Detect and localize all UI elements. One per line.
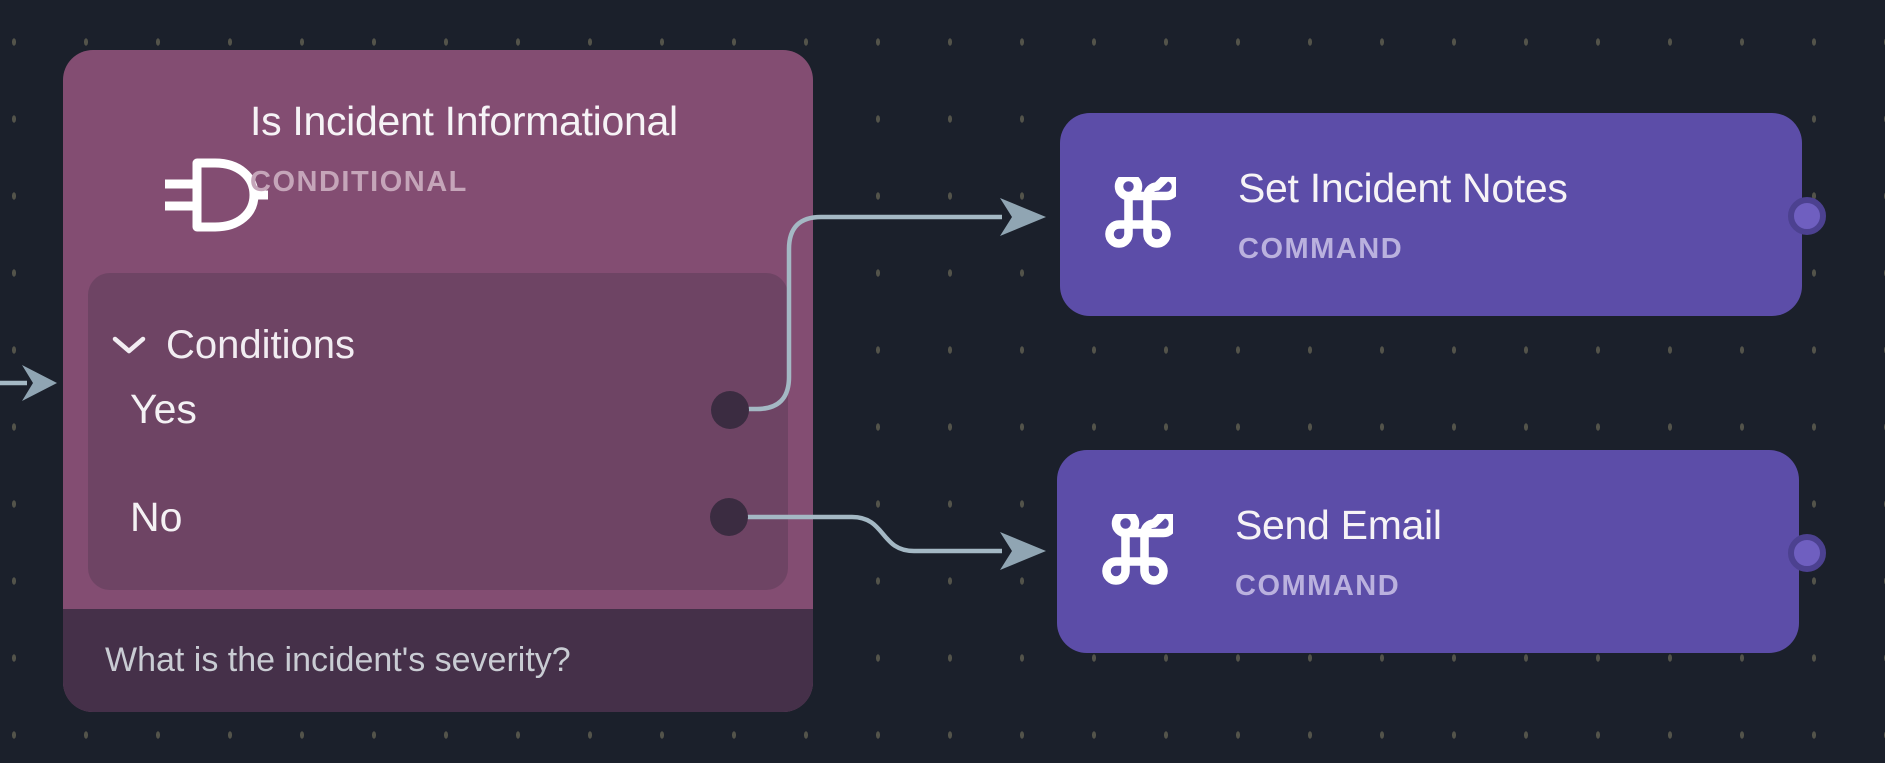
edge-incoming[interactable] (0, 365, 57, 401)
conditions-panel: Conditions Yes No (88, 273, 788, 590)
conditional-node-type-badge: CONDITIONAL (250, 166, 468, 198)
conditional-node-footer: What is the incident's severity? (63, 609, 813, 712)
command-node-title: Set Incident Notes (1238, 165, 1568, 211)
branch-label-no: No (130, 493, 183, 540)
command-icon (1102, 514, 1173, 585)
conditions-section-label: Conditions (166, 322, 356, 367)
command-node-type-badge: COMMAND (1238, 233, 1404, 265)
conditional-node-title: Is Incident Informational (250, 98, 678, 144)
arrowhead-icon (1000, 198, 1046, 236)
conditional-node[interactable]: Is Incident Informational CONDITIONAL Co… (63, 50, 813, 712)
branch-label-yes: Yes (130, 385, 197, 432)
branch-row-no[interactable]: No (130, 494, 182, 540)
arrowhead-icon (22, 365, 57, 401)
chevron-down-icon[interactable] (112, 322, 148, 368)
command-node-title: Send Email (1235, 502, 1442, 548)
command-icon (1105, 177, 1176, 248)
command-node-set-incident-notes[interactable]: Set Incident Notes COMMAND (1060, 113, 1802, 316)
conditions-section-header[interactable]: Conditions (112, 322, 355, 368)
command-node-send-email[interactable]: Send Email COMMAND (1057, 450, 1799, 653)
command-node-type-badge: COMMAND (1235, 570, 1401, 602)
logic-gate-icon (165, 158, 268, 232)
arrowhead-icon (1000, 532, 1046, 570)
branch-row-yes[interactable]: Yes (130, 386, 197, 432)
conditional-node-description: What is the incident's severity? (105, 641, 571, 679)
conditional-node-header: Is Incident Informational CONDITIONAL (63, 50, 813, 273)
